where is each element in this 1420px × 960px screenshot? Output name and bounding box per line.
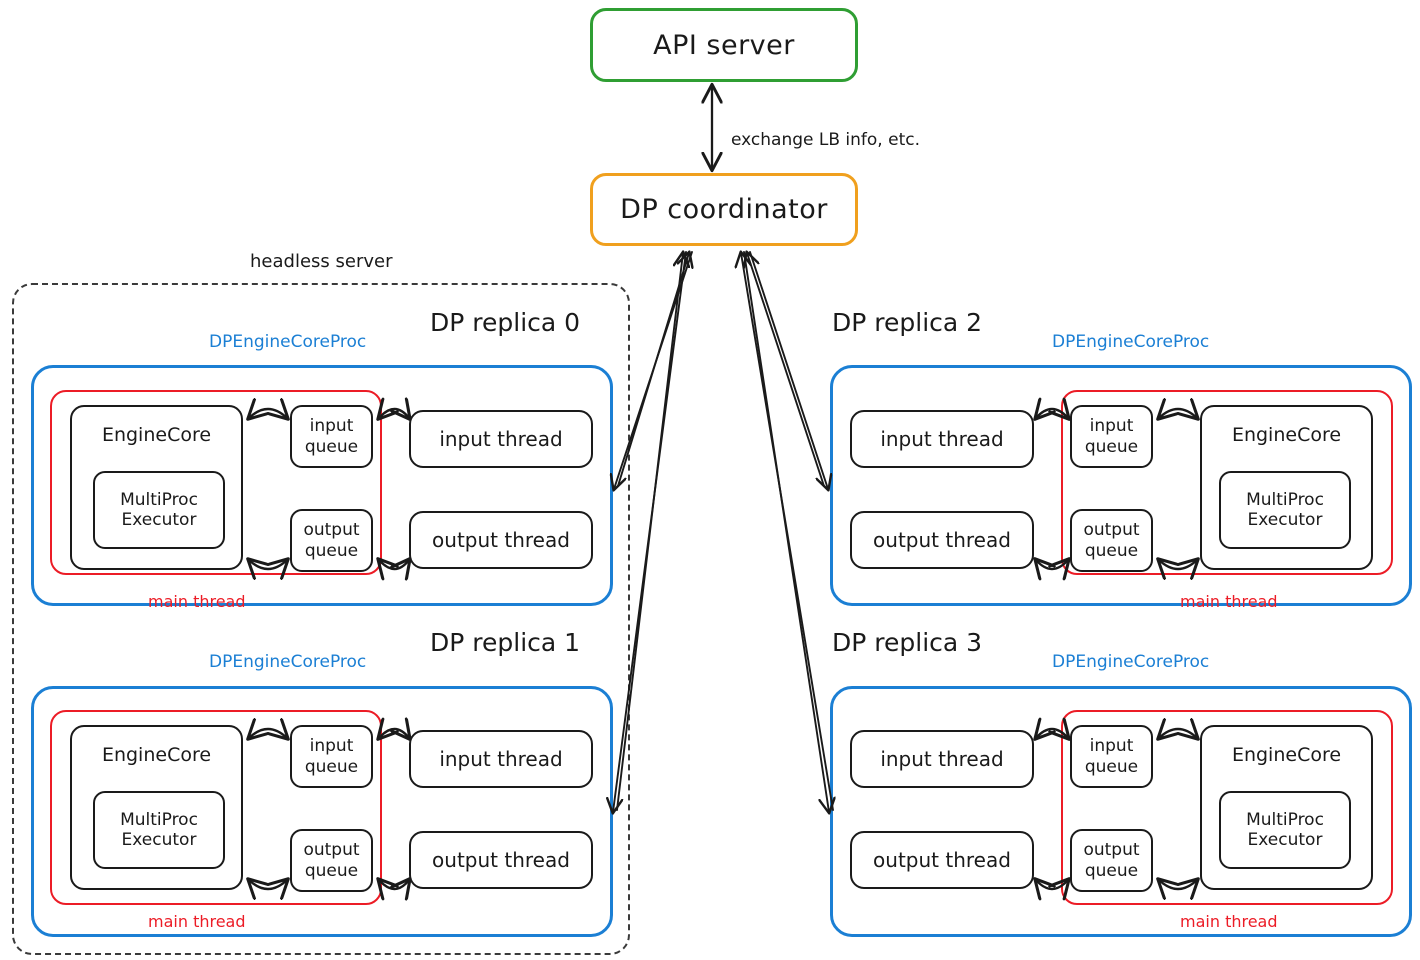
- replica-3-input-queue[interactable]: input queue: [1070, 725, 1153, 788]
- replica-1-label: DP replica 1: [430, 628, 581, 657]
- replica-0-input-thread-label: input thread: [439, 427, 563, 451]
- replica-2-input-queue-line2: queue: [1084, 436, 1139, 457]
- replica-1-input-queue-line2: queue: [304, 756, 359, 777]
- replica-1-output-queue[interactable]: output queue: [290, 829, 373, 892]
- replica-2-output-queue-line2: queue: [1084, 540, 1139, 561]
- replica-0-output-thread-label: output thread: [432, 528, 570, 552]
- replica-3-main-thread-boundary: [1061, 710, 1393, 905]
- headless-server-label: headless server: [250, 251, 393, 272]
- replica-1-output-thread-label: output thread: [432, 848, 570, 872]
- replica-0-input-queue[interactable]: input queue: [290, 405, 373, 468]
- replica-1-main-thread-label: main thread: [148, 912, 246, 931]
- replica-3-output-thread-label: output thread: [873, 848, 1011, 872]
- replica-1-proc-label: DPEngineCoreProc: [209, 652, 367, 672]
- replica-0-multiproc-executor[interactable]: MultiProc Executor: [93, 471, 225, 549]
- replica-0-input-thread[interactable]: input thread: [409, 410, 593, 468]
- replica-3-output-queue-line2: queue: [1084, 860, 1139, 881]
- replica-3-output-thread[interactable]: output thread: [850, 831, 1034, 889]
- api-server-node[interactable]: API server: [590, 8, 858, 82]
- replica-2-output-thread-label: output thread: [873, 528, 1011, 552]
- replica-1-multiproc-executor[interactable]: MultiProc Executor: [93, 791, 225, 869]
- replica-0-label: DP replica 0: [430, 308, 581, 337]
- replica-0-multiproc-executor-line2: Executor: [121, 510, 197, 530]
- replica-1-main-thread-boundary: [50, 710, 382, 905]
- replica-0-engine-core-label: EngineCore: [101, 424, 212, 446]
- dp-coordinator-label: DP coordinator: [620, 194, 828, 225]
- replica-0-output-queue-line1: output: [303, 520, 360, 541]
- arrow-coordinator-replica-2-a: [749, 251, 828, 489]
- replica-3-main-thread-label: main thread: [1180, 912, 1278, 931]
- api-server-label: API server: [653, 29, 795, 61]
- replica-2-multiproc-executor[interactable]: MultiProc Executor: [1219, 471, 1351, 549]
- replica-0-input-queue-line1: input: [309, 416, 354, 437]
- arrow-coordinator-replica-3-b: [741, 253, 834, 811]
- replica-1-output-queue-line2: queue: [304, 860, 359, 881]
- replica-0-output-queue-line2: queue: [304, 540, 359, 561]
- replica-2-multiproc-executor-line1: MultiProc: [1246, 489, 1324, 510]
- replica-1-input-queue-line1: input: [309, 736, 354, 757]
- edge-label-exchange-lb-info: exchange LB info, etc.: [731, 130, 920, 150]
- replica-3-proc-label: DPEngineCoreProc: [1052, 652, 1210, 672]
- replica-3-input-queue-line2: queue: [1084, 756, 1139, 777]
- replica-3-output-queue[interactable]: output queue: [1070, 829, 1153, 892]
- replica-1-input-queue[interactable]: input queue: [290, 725, 373, 788]
- replica-1-engine-core-label: EngineCore: [101, 744, 212, 766]
- replica-2-main-thread-boundary: [1061, 390, 1393, 575]
- replica-3-input-queue-line1: input: [1089, 736, 1134, 757]
- replica-1-multiproc-executor-line1: MultiProc: [120, 809, 198, 830]
- replica-3-multiproc-executor-line2: Executor: [1247, 830, 1323, 850]
- replica-0-main-thread-label: main thread: [148, 592, 246, 611]
- replica-1-input-thread-label: input thread: [439, 747, 563, 771]
- replica-1-multiproc-executor-line2: Executor: [121, 830, 197, 850]
- replica-3-multiproc-executor-line1: MultiProc: [1246, 809, 1324, 830]
- replica-3-engine-core-label: EngineCore: [1231, 744, 1342, 766]
- replica-3-input-thread[interactable]: input thread: [850, 730, 1034, 788]
- replica-2-input-thread[interactable]: input thread: [850, 410, 1034, 468]
- replica-2-engine-core-label: EngineCore: [1231, 424, 1342, 446]
- replica-3-label: DP replica 3: [832, 628, 983, 657]
- replica-2-label: DP replica 2: [832, 308, 983, 337]
- replica-3-multiproc-executor[interactable]: MultiProc Executor: [1219, 791, 1351, 869]
- replica-0-multiproc-executor-line1: MultiProc: [120, 489, 198, 510]
- replica-0-output-queue[interactable]: output queue: [290, 509, 373, 572]
- replica-0-output-thread[interactable]: output thread: [409, 511, 593, 569]
- replica-2-main-thread-label: main thread: [1180, 592, 1278, 611]
- replica-3-output-queue-line1: output: [1083, 840, 1140, 861]
- replica-1-output-queue-line1: output: [303, 840, 360, 861]
- replica-1-input-thread[interactable]: input thread: [409, 730, 593, 788]
- replica-2-multiproc-executor-line2: Executor: [1247, 510, 1323, 530]
- replica-0-input-queue-line2: queue: [304, 436, 359, 457]
- replica-0-proc-label: DPEngineCoreProc: [209, 332, 367, 352]
- replica-2-output-thread[interactable]: output thread: [850, 511, 1034, 569]
- replica-2-input-thread-label: input thread: [880, 427, 1004, 451]
- replica-2-output-queue[interactable]: output queue: [1070, 509, 1153, 572]
- replica-1-output-thread[interactable]: output thread: [409, 831, 593, 889]
- replica-2-input-queue[interactable]: input queue: [1070, 405, 1153, 468]
- replica-0-main-thread-boundary: [50, 390, 382, 575]
- replica-2-input-queue-line1: input: [1089, 416, 1134, 437]
- replica-2-output-queue-line1: output: [1083, 520, 1140, 541]
- arrow-coordinator-replica-2-b: [747, 253, 825, 487]
- replica-2-proc-label: DPEngineCoreProc: [1052, 332, 1210, 352]
- dp-coordinator-node[interactable]: DP coordinator: [590, 173, 858, 246]
- arrow-coordinator-replica-3-a: [743, 251, 829, 812]
- replica-3-input-thread-label: input thread: [880, 747, 1004, 771]
